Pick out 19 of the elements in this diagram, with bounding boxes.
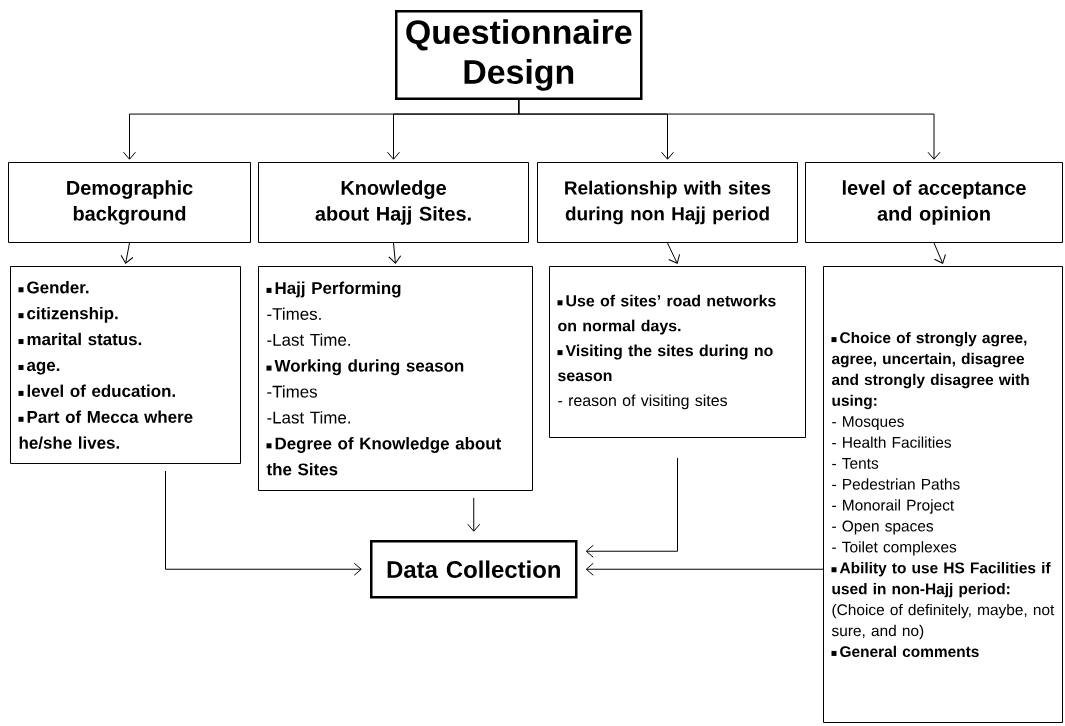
- arrow: [518, 99, 941, 160]
- list-box: Gender. citizenship. marital status. age. level of education. Part of Mecca where he/she lives.: [10, 266, 241, 464]
- arrow: [933, 242, 946, 264]
- arrow: [585, 457, 678, 558]
- arrow: [667, 242, 681, 264]
- heading-box: Relationship with sites during non Hajj period: [537, 162, 798, 243]
- heading-box: Demographic background: [8, 162, 251, 243]
- title-box: Questionnaire Design: [395, 10, 643, 101]
- arrow: [467, 497, 481, 532]
- arrow: [388, 242, 402, 264]
- list-box: Hajj Performing -Times. -Last Time. Working during season -Times -Last Time. Degree of Knowledge about the Sites: [258, 266, 533, 491]
- list-box: Choice of strongly agree, agree, uncertain, disagree and strongly disagree with using: - Mosques - Health Facilities - Tents - Pedestrian Paths - Monorail Project - Open spaces - Toilet complexes Ability to use HS Facilities if used in non-Hajj period: (Choice of definitely, maybe, not sure, and no) General comments: [823, 266, 1063, 723]
- heading-box: level of acceptance and opinion: [805, 162, 1063, 243]
- list-box: Use of sites’ road networks on normal days. Visiting the sites during no season - reason of visiting sites: [549, 266, 806, 438]
- arrow: [165, 470, 362, 576]
- arrow: [120, 242, 134, 264]
- arrow: [585, 562, 824, 576]
- result-box: Data Collection: [370, 540, 578, 599]
- heading-box: Knowledge about Hajj Sites.: [258, 162, 529, 243]
